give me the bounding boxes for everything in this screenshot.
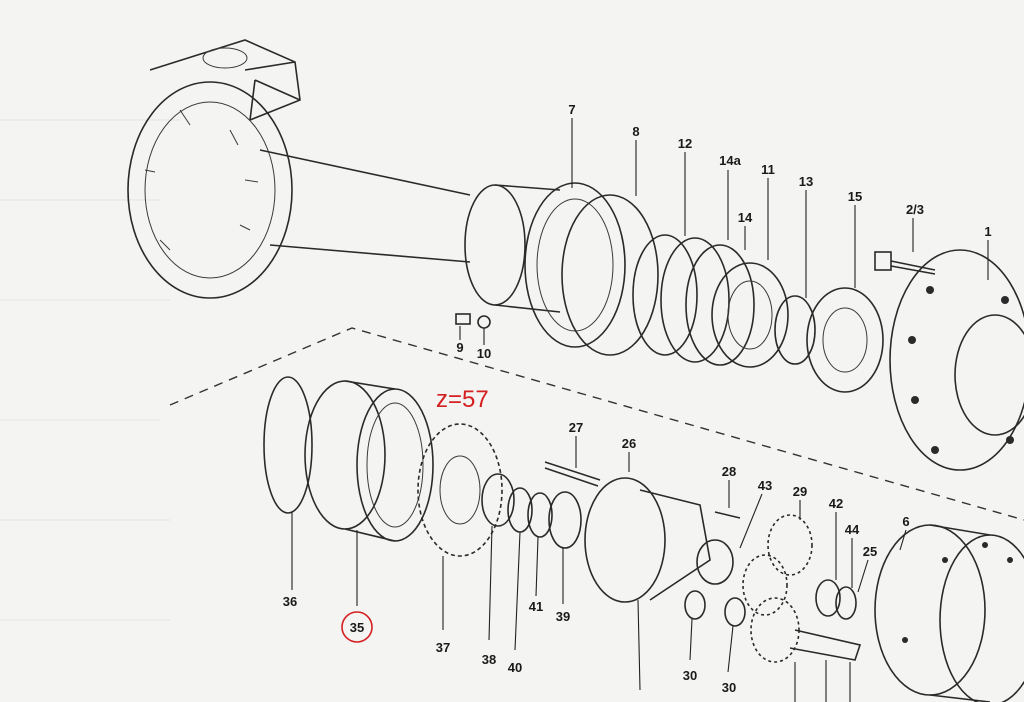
part-label-39: 39	[556, 609, 570, 624]
part-label-38: 38	[482, 652, 496, 667]
gear-teeth-annotation: z=57	[436, 386, 489, 413]
part-label-40: 40	[508, 660, 522, 675]
part-label-26: 26	[622, 436, 636, 451]
part-label-41: 41	[529, 599, 543, 614]
part-label-28: 28	[722, 464, 736, 479]
part-label-2-3: 2/3	[906, 202, 924, 217]
part-label-42: 42	[829, 496, 843, 511]
part-label-15: 15	[848, 189, 862, 204]
part-label-13: 13	[799, 174, 813, 189]
planetary-gearset	[263, 376, 1024, 702]
page-background-lines	[0, 119, 180, 621]
part-label-8: 8	[632, 124, 639, 139]
part-label-35: 35	[350, 620, 364, 635]
part-label-27: 27	[569, 420, 583, 435]
part-label-14a: 14a	[719, 153, 741, 168]
part-label-1: 1	[984, 224, 991, 239]
part-label-43: 43	[758, 478, 772, 493]
part-label-9: 9	[456, 340, 463, 355]
part-label-11: 11	[761, 162, 775, 177]
leader-lines	[291, 118, 989, 702]
part-label-7: 7	[568, 102, 575, 117]
part-label-36: 36	[283, 594, 297, 609]
part-labels: 7 8 12 14a 11 14 13 15 2/3 1 9 10 27 26 …	[283, 102, 992, 695]
part-label-10: 10	[477, 346, 491, 361]
part-label-44: 44	[845, 522, 860, 537]
part-label-14: 14	[738, 210, 753, 225]
part-label-25: 25	[863, 544, 877, 559]
part-label-6: 6	[902, 514, 909, 529]
axle-housing	[127, 39, 471, 299]
highlight-circle	[341, 611, 373, 643]
upper-hub-assembly	[455, 182, 1024, 471]
part-label-37: 37	[436, 640, 450, 655]
part-label-30-b: 30	[722, 680, 736, 695]
part-label-12: 12	[678, 136, 692, 151]
part-label-30-a: 30	[683, 668, 697, 683]
dashed-boundary	[169, 327, 1024, 521]
part-label-29: 29	[793, 484, 807, 499]
